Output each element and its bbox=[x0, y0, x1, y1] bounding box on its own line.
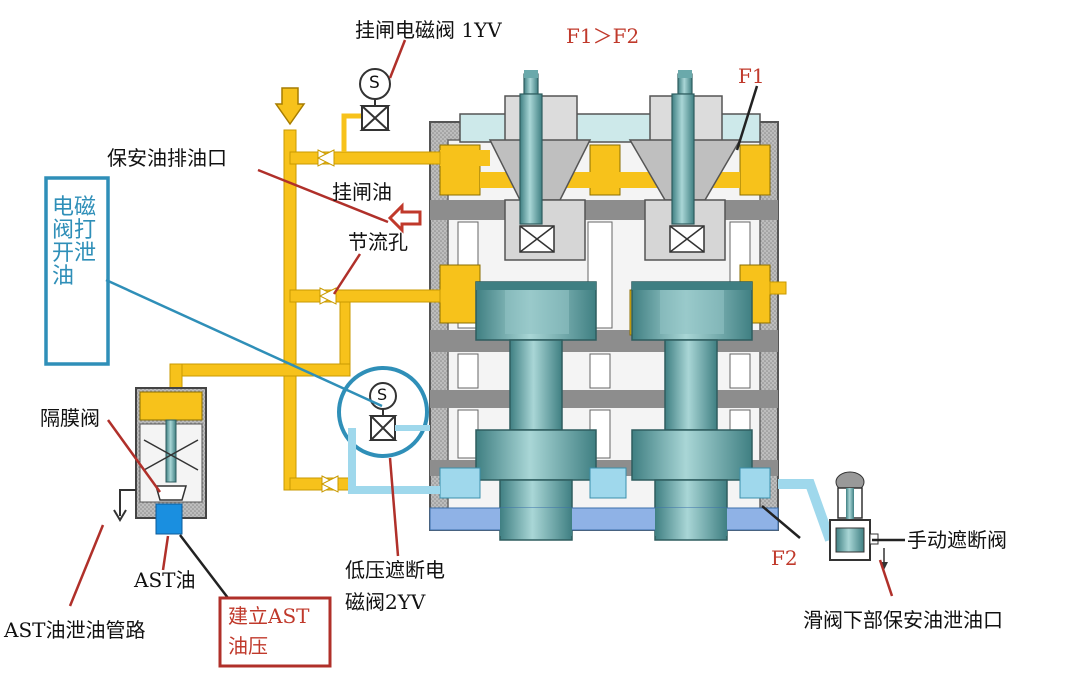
throttle-arrow-icon bbox=[387, 202, 422, 234]
label-ast-oil: AST油 bbox=[134, 568, 196, 592]
leader-lines bbox=[68, 39, 905, 607]
solenoid-2yv-symbol: S bbox=[377, 385, 388, 404]
solenoid-2yv bbox=[337, 366, 440, 494]
label-trip-solenoid-1yv: 挂闸电磁阀 1YV bbox=[355, 18, 502, 42]
solenoid-1yv-symbol: S bbox=[369, 73, 380, 93]
build-ast-box bbox=[218, 596, 332, 668]
manual-trip-valve-body bbox=[829, 471, 888, 570]
label-build-ast-line2: 油压 bbox=[228, 634, 268, 658]
label-spool-bottom-drain: 滑阀下部保安油泄油口 bbox=[803, 608, 1003, 632]
label-safety-oil-drain-port: 保安油排油口 bbox=[107, 146, 227, 170]
label-low-pressure-solenoid-line1: 低压遮断电 bbox=[345, 558, 445, 582]
solenoid-drain-box bbox=[44, 176, 110, 366]
label-build-ast-line1: 建立AST bbox=[228, 604, 310, 628]
ast-drain-lines bbox=[778, 479, 835, 542]
label-f2: F2 bbox=[771, 546, 798, 570]
valve-block bbox=[429, 70, 779, 541]
oil-inlet-arrow-icon bbox=[274, 87, 306, 126]
label-f1: F1 bbox=[738, 64, 765, 88]
solenoid-1yv bbox=[341, 68, 391, 152]
label-trip-oil: 挂闸油 bbox=[332, 180, 392, 204]
diaphragm-valve-body bbox=[113, 387, 207, 535]
label-diaphragm-valve: 隔膜阀 bbox=[40, 406, 100, 430]
label-ast-drain-pipe: AST油泄油管路 bbox=[4, 618, 146, 642]
label-solenoid-open-drain: 电磁阀打开泄油 bbox=[52, 195, 97, 290]
label-throttle-hole: 节流孔 bbox=[348, 230, 408, 254]
label-low-pressure-solenoid-line2: 磁阀2YV bbox=[345, 590, 426, 614]
label-f1-gt-f2: F1＞F2 bbox=[566, 24, 640, 48]
label-manual-trip-valve: 手动遮断阀 bbox=[907, 528, 1007, 552]
